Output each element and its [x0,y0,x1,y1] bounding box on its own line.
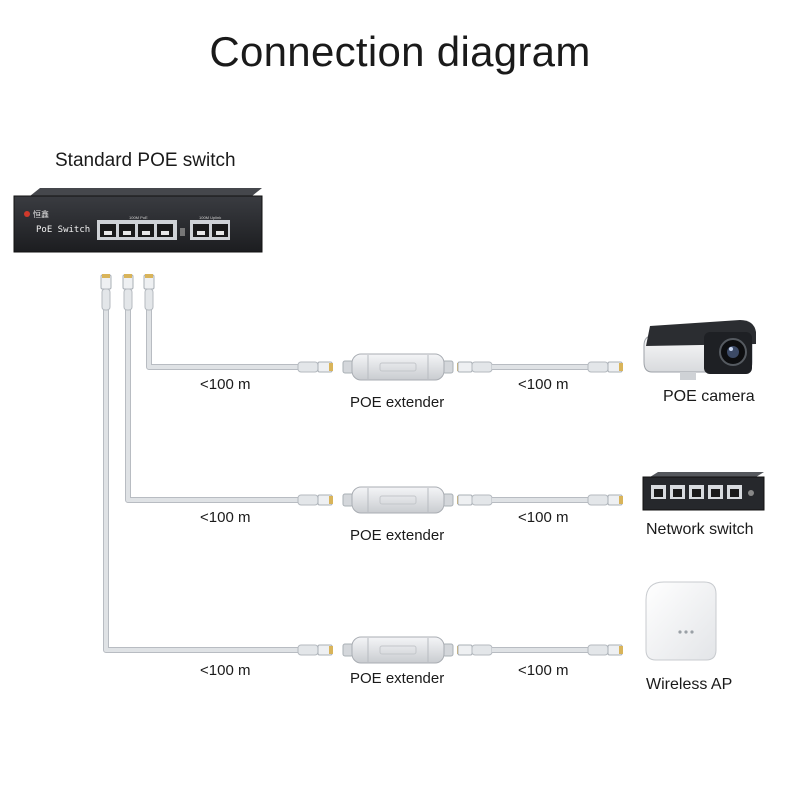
switch-side-rj45-plugs [100,274,155,311]
source-switch-label: Standard POE switch [55,150,236,171]
wireless-ap-icon [645,581,717,661]
network-switch-icon [642,472,765,511]
rj45-plug [297,644,333,656]
extender-label-3: POE extender [350,670,445,687]
switch-model-text: PoE Switch [36,225,90,235]
link-row-1 [297,353,623,381]
rj45-plug [297,494,333,506]
device-label-wireless-ap: Wireless AP [646,676,733,693]
rj45-plug [122,274,134,311]
rj45-plug [457,644,493,656]
rj45-plug [100,274,112,311]
link-row-2 [297,486,623,514]
rj45-plug [587,494,623,506]
bullet-camera-icon [643,320,756,380]
rj45-plug [587,361,623,373]
extender-label-1: POE extender [350,394,445,411]
switch-brand-text: 恒鑫 [33,209,49,219]
segment-out-label-1: <100 m [518,376,569,393]
uplink-ports-label: 100M Uplink [199,215,221,220]
poe-extender-icon [342,486,454,514]
switch-ports [100,224,228,237]
segment-out-label-2: <100 m [518,509,569,526]
poe-extender-icon [342,353,454,381]
poe-switch-icon: 恒鑫 PoE Switch 100M PoE 100M Uplink [13,188,263,253]
segment-in-label-1: <100 m [200,376,251,393]
link-row-3 [297,636,623,664]
extender-label-2: POE extender [350,527,445,544]
rj45-plug [457,494,493,506]
rj45-plug [457,361,493,373]
device-label-camera: POE camera [663,388,755,405]
rj45-plug [297,361,333,373]
segment-in-label-3: <100 m [200,662,251,679]
rj45-plug [143,274,155,311]
page-title: Connection diagram [209,28,591,75]
device-label-network-switch: Network switch [646,521,754,538]
poe-extender-icon [342,636,454,664]
rj45-plug [587,644,623,656]
poe-ports-label: 100M PoE [129,215,148,220]
segment-in-label-2: <100 m [200,509,251,526]
segment-out-label-3: <100 m [518,662,569,679]
trunk-cables [103,310,298,653]
